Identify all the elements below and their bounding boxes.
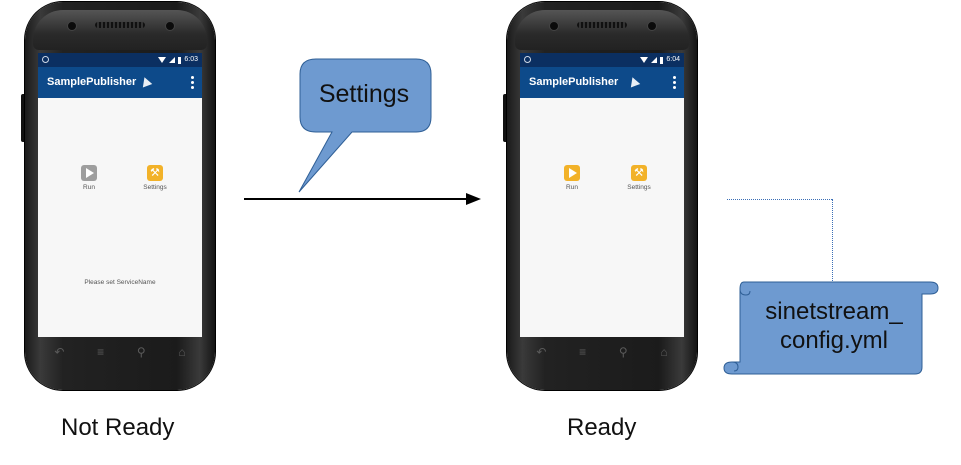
caption-not-ready: Not Ready	[61, 414, 175, 441]
settings-button[interactable]: ⚒ Settings	[135, 165, 175, 191]
run-button[interactable]: Run	[552, 165, 592, 191]
camera-icon	[647, 21, 657, 31]
settings-label: Settings	[143, 184, 167, 191]
pointer-cursor-icon	[627, 75, 641, 88]
home-icon[interactable]: ⌂	[178, 345, 186, 359]
phone-side-button	[21, 94, 26, 142]
play-icon	[564, 165, 580, 181]
config-file-line1: sinetstream_	[765, 298, 903, 325]
settings-button[interactable]: ⚒ Settings	[619, 165, 659, 191]
android-nav-bar: ↶ ≡ ⚲ ⌂	[38, 337, 202, 367]
home-icon[interactable]: ⌂	[660, 345, 668, 359]
back-icon[interactable]: ↶	[536, 345, 547, 359]
status-bar: 6:03	[38, 53, 202, 67]
signal-icon	[651, 57, 658, 63]
speech-bubble	[298, 58, 432, 193]
status-bar: 6:04	[520, 53, 684, 67]
phone-top-bezel	[515, 10, 689, 50]
menu-icon[interactable]: ≡	[579, 345, 587, 359]
app-bar: SamplePublisher	[38, 67, 202, 98]
wrench-icon: ⚒	[631, 165, 647, 181]
config-file-name: sinetstream_ config.yml	[745, 297, 923, 355]
speaker-grille	[577, 22, 627, 28]
notification-icon	[524, 56, 531, 63]
status-time: 6:03	[184, 56, 198, 63]
app-title: SamplePublisher	[529, 76, 619, 88]
wifi-icon	[158, 57, 167, 63]
camera-icon	[165, 21, 175, 31]
app-bar: SamplePublisher	[520, 67, 684, 98]
run-label: Run	[566, 184, 578, 191]
overflow-menu-icon[interactable]	[673, 76, 676, 89]
search-icon[interactable]: ⚲	[618, 345, 628, 359]
battery-icon	[178, 56, 182, 64]
phone-screen: 6:04 SamplePublisher Run ⚒ Settings	[520, 53, 684, 337]
arrow-head-icon	[466, 193, 481, 205]
status-message: Please set ServiceName	[84, 279, 156, 286]
connector-line	[727, 199, 832, 200]
overflow-menu-icon[interactable]	[191, 76, 194, 89]
caption-ready: Ready	[567, 414, 637, 441]
back-icon[interactable]: ↶	[54, 345, 65, 359]
config-file-scroll	[723, 281, 939, 375]
battery-icon	[660, 56, 664, 64]
callout-label: Settings	[318, 80, 410, 108]
phone-side-button	[503, 94, 508, 142]
run-button[interactable]: Run	[69, 165, 109, 191]
signal-icon	[169, 57, 176, 63]
run-label: Run	[83, 184, 95, 191]
sensor-icon	[67, 21, 77, 31]
phone-not-ready: 6:03 SamplePublisher Run ⚒ Settings Plea…	[21, 2, 215, 390]
phone-top-bezel	[33, 10, 207, 50]
config-file-line2: config.yml	[779, 327, 889, 354]
speaker-grille	[95, 22, 145, 28]
menu-icon[interactable]: ≡	[97, 345, 105, 359]
wifi-icon	[640, 57, 649, 63]
wrench-icon: ⚒	[147, 165, 163, 181]
phone-ready: 6:04 SamplePublisher Run ⚒ Settings ↶ ≡ …	[503, 2, 697, 390]
sensor-icon	[549, 21, 559, 31]
search-icon[interactable]: ⚲	[136, 345, 146, 359]
app-title: SamplePublisher	[47, 76, 137, 88]
phone-screen: 6:03 SamplePublisher Run ⚒ Settings Plea…	[38, 53, 202, 337]
connector-line	[832, 199, 833, 283]
status-time: 6:04	[666, 56, 680, 63]
android-nav-bar: ↶ ≡ ⚲ ⌂	[520, 337, 684, 367]
transition-arrow-line	[244, 198, 468, 200]
settings-label: Settings	[627, 184, 651, 191]
notification-icon	[42, 56, 49, 63]
pointer-cursor-icon	[139, 75, 153, 88]
play-icon	[81, 165, 97, 181]
